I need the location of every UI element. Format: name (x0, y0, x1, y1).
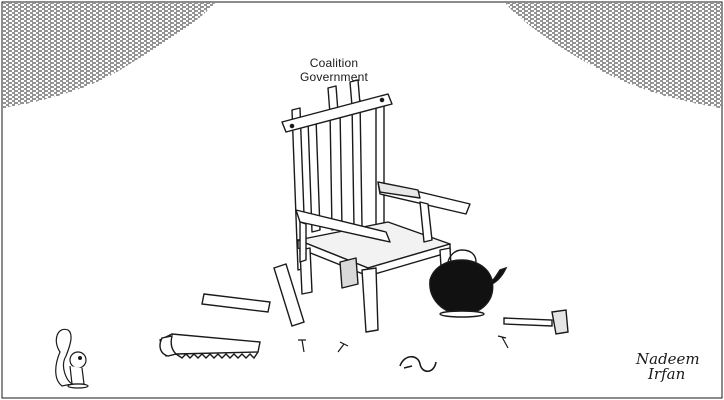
hammer (503, 309, 569, 335)
curtain-left (3, 3, 215, 108)
chair-label-line2: Government (299, 70, 369, 84)
chair-label-line1: Coalition (309, 56, 359, 70)
chair-label: Coalition Government (284, 56, 384, 84)
hand-saw (159, 333, 261, 360)
nails (298, 335, 509, 353)
teapot (429, 249, 508, 318)
pliers (399, 355, 437, 373)
curtain-right (505, 3, 721, 108)
signature-line2: Irfan (648, 365, 686, 383)
broken-chair (281, 79, 471, 333)
broken-leg-piece (273, 263, 305, 327)
signature-line1: Nadeem (636, 350, 700, 368)
artist-signature: Nadeem Irfan (636, 352, 716, 382)
loose-plank (201, 293, 271, 313)
squirrel-mascot (55, 328, 89, 389)
